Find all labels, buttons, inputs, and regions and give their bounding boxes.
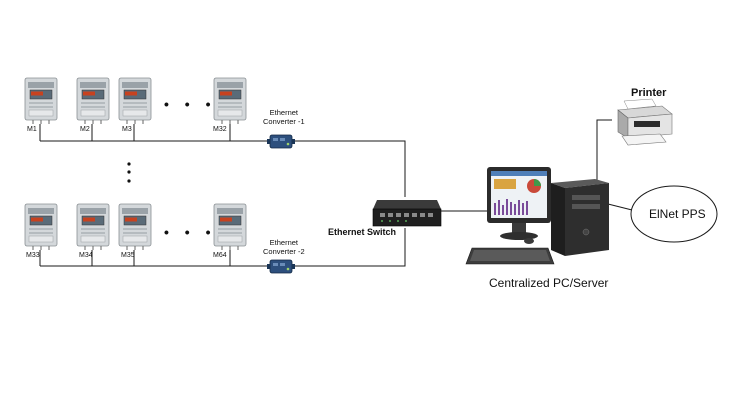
meter-label-m2: M2 <box>80 126 90 133</box>
meter-label-m32: M32 <box>213 126 227 133</box>
elnet-pps-ellipse <box>630 185 718 243</box>
meter-label-m34: M34 <box>79 252 93 259</box>
meter-label-m1: M1 <box>27 126 37 133</box>
monitor <box>487 167 551 240</box>
meter-label-m35: M35 <box>121 252 135 259</box>
connection-lines <box>39 119 633 267</box>
pc-tower <box>551 179 609 256</box>
meter-label-m33: M33 <box>26 252 40 259</box>
meters-ellipsis-top: • • • <box>164 96 217 112</box>
meter-m64 <box>213 203 247 251</box>
ethernet-switch-label: Ethernet Switch <box>328 227 397 237</box>
converter-2-label: Ethernet Converter -2 <box>263 238 305 256</box>
meter-m34 <box>76 203 110 251</box>
meter-m33 <box>24 203 58 251</box>
meter-label-m64: M64 <box>213 252 227 259</box>
meter-m3 <box>118 77 152 125</box>
meter-m32 <box>213 77 247 125</box>
meter-m2 <box>76 77 110 125</box>
printer <box>617 98 673 146</box>
ethernet-converter-1 <box>266 134 296 149</box>
bus-top <box>40 140 406 197</box>
vertical-ellipsis <box>127 162 131 183</box>
meters-ellipsis-bottom: • • • <box>164 224 217 240</box>
converter-1-label-line2: Converter -1 <box>263 117 305 126</box>
pc-to-software <box>607 203 633 211</box>
keyboard <box>465 238 555 265</box>
converter-2-label-line2: Converter -2 <box>263 247 305 256</box>
bus-bottom <box>40 228 406 267</box>
pc-to-printer <box>596 119 612 180</box>
elnet-pps-label: ElNet PPS <box>649 207 706 221</box>
printer-label: Printer <box>631 87 667 99</box>
meter-m1 <box>24 77 58 125</box>
meter-label-m3: M3 <box>122 126 132 133</box>
converter-2-label-line1: Ethernet <box>269 238 299 247</box>
ethernet-switch <box>372 200 442 227</box>
ethernet-converter-2 <box>266 259 296 274</box>
pc-server-label: Centralized PC/Server <box>489 276 609 290</box>
converter-1-label-line1: Ethernet <box>269 108 299 117</box>
converter-1-label: Ethernet Converter -1 <box>263 108 305 126</box>
meter-m35 <box>118 203 152 251</box>
